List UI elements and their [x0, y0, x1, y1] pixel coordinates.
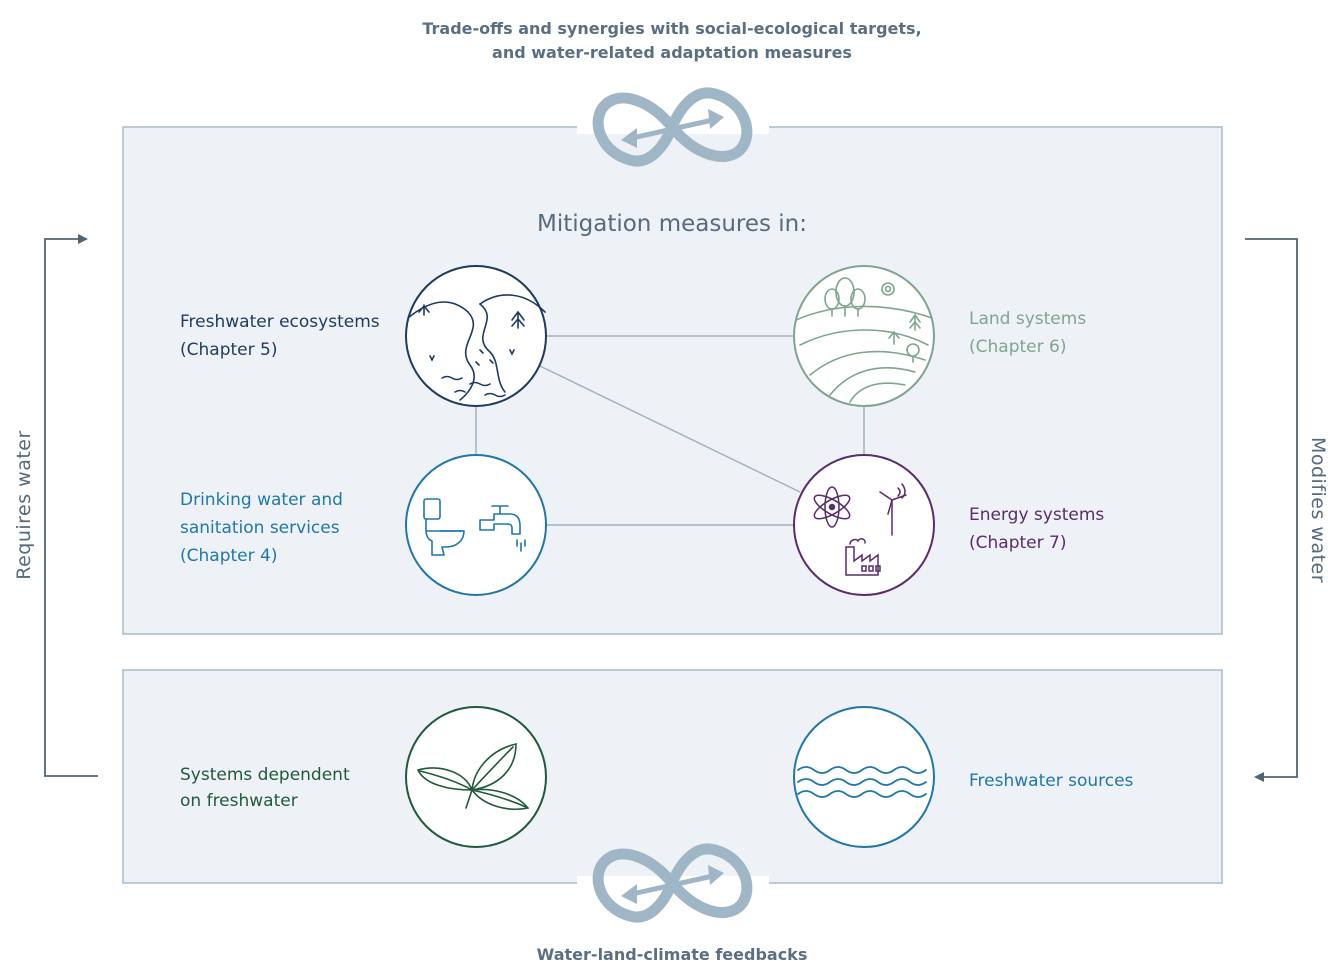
- waves-icon: [797, 766, 927, 798]
- requires-water-arrow: [44, 234, 98, 777]
- energy-systems-label: Energy systems: [969, 505, 1104, 525]
- land-systems-chapter: (Chapter 6): [969, 337, 1066, 357]
- dependent-systems-label-2: on freshwater: [180, 791, 298, 811]
- freshwater-ecosystems-node: [405, 265, 547, 407]
- requires-water-label: Requires water: [13, 430, 35, 580]
- drinking-water-label-2: sanitation services: [180, 518, 340, 538]
- connector-lines: [475, 335, 865, 526]
- modifies-water-arrow: [1245, 238, 1298, 782]
- freshwater-ecosystems-chapter: (Chapter 5): [180, 340, 277, 360]
- dependent-systems-label-1: Systems dependent: [180, 765, 350, 785]
- top-caption-line2: and water-related adaptation measures: [492, 43, 852, 62]
- drinking-water-chapter: (Chapter 4): [180, 546, 277, 566]
- freshwater-panel: [122, 669, 1223, 884]
- dependent-systems-node: [405, 706, 547, 848]
- energy-systems-chapter: (Chapter 7): [969, 533, 1066, 553]
- top-caption-line1: Trade-offs and synergies with social-eco…: [422, 19, 921, 38]
- land-systems-label: Land systems: [969, 309, 1086, 329]
- feedback-arrow-icon-bottom: [621, 865, 724, 904]
- drinking-water-label-1: Drinking water and: [180, 490, 343, 510]
- farmland-icon: [795, 277, 933, 403]
- energy-icon: [813, 483, 907, 576]
- drinking-water-node: [405, 454, 547, 596]
- feedback-arrow-icon-top: [621, 109, 724, 148]
- freshwater-sources-node: [793, 706, 935, 848]
- bottom-caption: Water-land-climate feedbacks: [537, 945, 808, 964]
- toilet-tap-icon: [423, 498, 526, 556]
- leaves-icon: [416, 742, 530, 810]
- mitigation-panel: [122, 126, 1223, 635]
- energy-systems-node: [793, 454, 935, 596]
- freshwater-sources-label: Freshwater sources: [969, 771, 1134, 791]
- river-landscape-icon: [407, 294, 546, 401]
- freshwater-ecosystems-label: Freshwater ecosystems: [180, 312, 380, 332]
- modifies-water-label: Modifies water: [1307, 437, 1328, 583]
- main-heading: Mitigation measures in:: [537, 211, 807, 237]
- land-systems-node: [793, 265, 935, 407]
